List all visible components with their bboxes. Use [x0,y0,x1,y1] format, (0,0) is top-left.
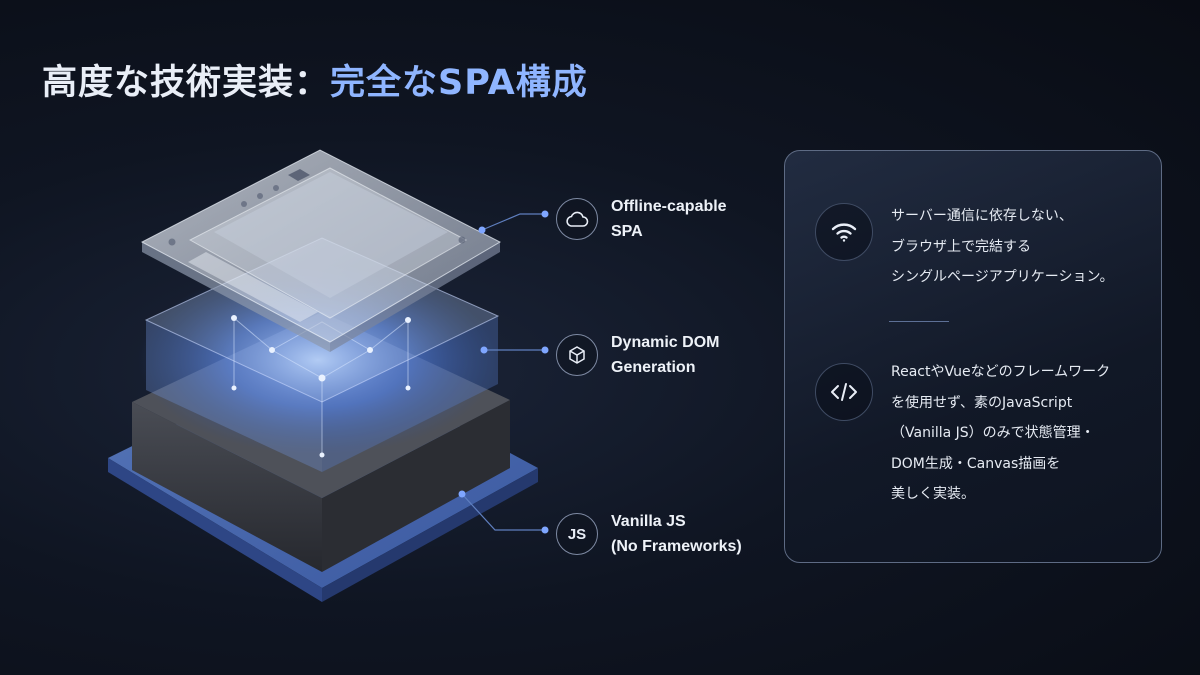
layered-architecture-illustration [108,149,549,602]
info-panel: サーバー通信に依存しない、 ブラウザ上で完結する シングルページアプリケーション… [784,150,1162,563]
callout-line-1: Vanilla JS [611,513,686,530]
js-glyph: JS [567,525,587,543]
connector-dot-3-end [541,526,549,534]
callout-line-1: Offline-capable [611,198,727,215]
callout-line-2: (No Frameworks) [611,538,742,555]
connector-dot-2-end [541,346,549,354]
wifi-icon [815,203,873,261]
code-icon [815,363,873,421]
slide-title: 高度な技術実装：完全なSPA構成 [42,54,588,105]
js-icon: JS [556,513,598,555]
cube-icon [556,334,598,376]
title-accent: 完全なSPA構成 [330,63,588,103]
connector-dot-2 [480,346,488,354]
callout-offline-spa: Offline-capable SPA [556,194,727,244]
callout-vanilla-js: JS Vanilla JS (No Frameworks) [556,509,742,559]
connector-dot-3 [458,490,466,498]
panel-text: ReactやVueなどのフレームワーク を使用せず、素のJavaScript （… [891,364,1111,502]
connector-dot-1-end [541,210,549,218]
callout-dynamic-dom: Dynamic DOM Generation [556,330,719,380]
connector-dot-1 [478,226,486,234]
callout-line-2: SPA [611,223,643,240]
callout-label: Vanilla JS (No Frameworks) [611,509,742,559]
connector-lines [461,213,545,531]
callout-line-2: Generation [611,359,696,376]
title-main: 高度な技術実装： [42,63,331,103]
panel-divider [889,321,949,322]
callout-label: Offline-capable SPA [611,194,727,244]
browser-window-panel [140,149,502,352]
panel-text: サーバー通信に依存しない、 ブラウザ上で完結する シングルページアプリケーション… [891,208,1114,285]
panel-item-vanilla: ReactやVueなどのフレームワーク を使用せず、素のJavaScript （… [815,363,1110,510]
cloud-icon [556,198,598,240]
callout-label: Dynamic DOM Generation [611,330,719,380]
panel-item-offline: サーバー通信に依存しない、 ブラウザ上で完結する シングルページアプリケーション… [815,203,1114,293]
callout-line-1: Dynamic DOM [611,334,720,351]
